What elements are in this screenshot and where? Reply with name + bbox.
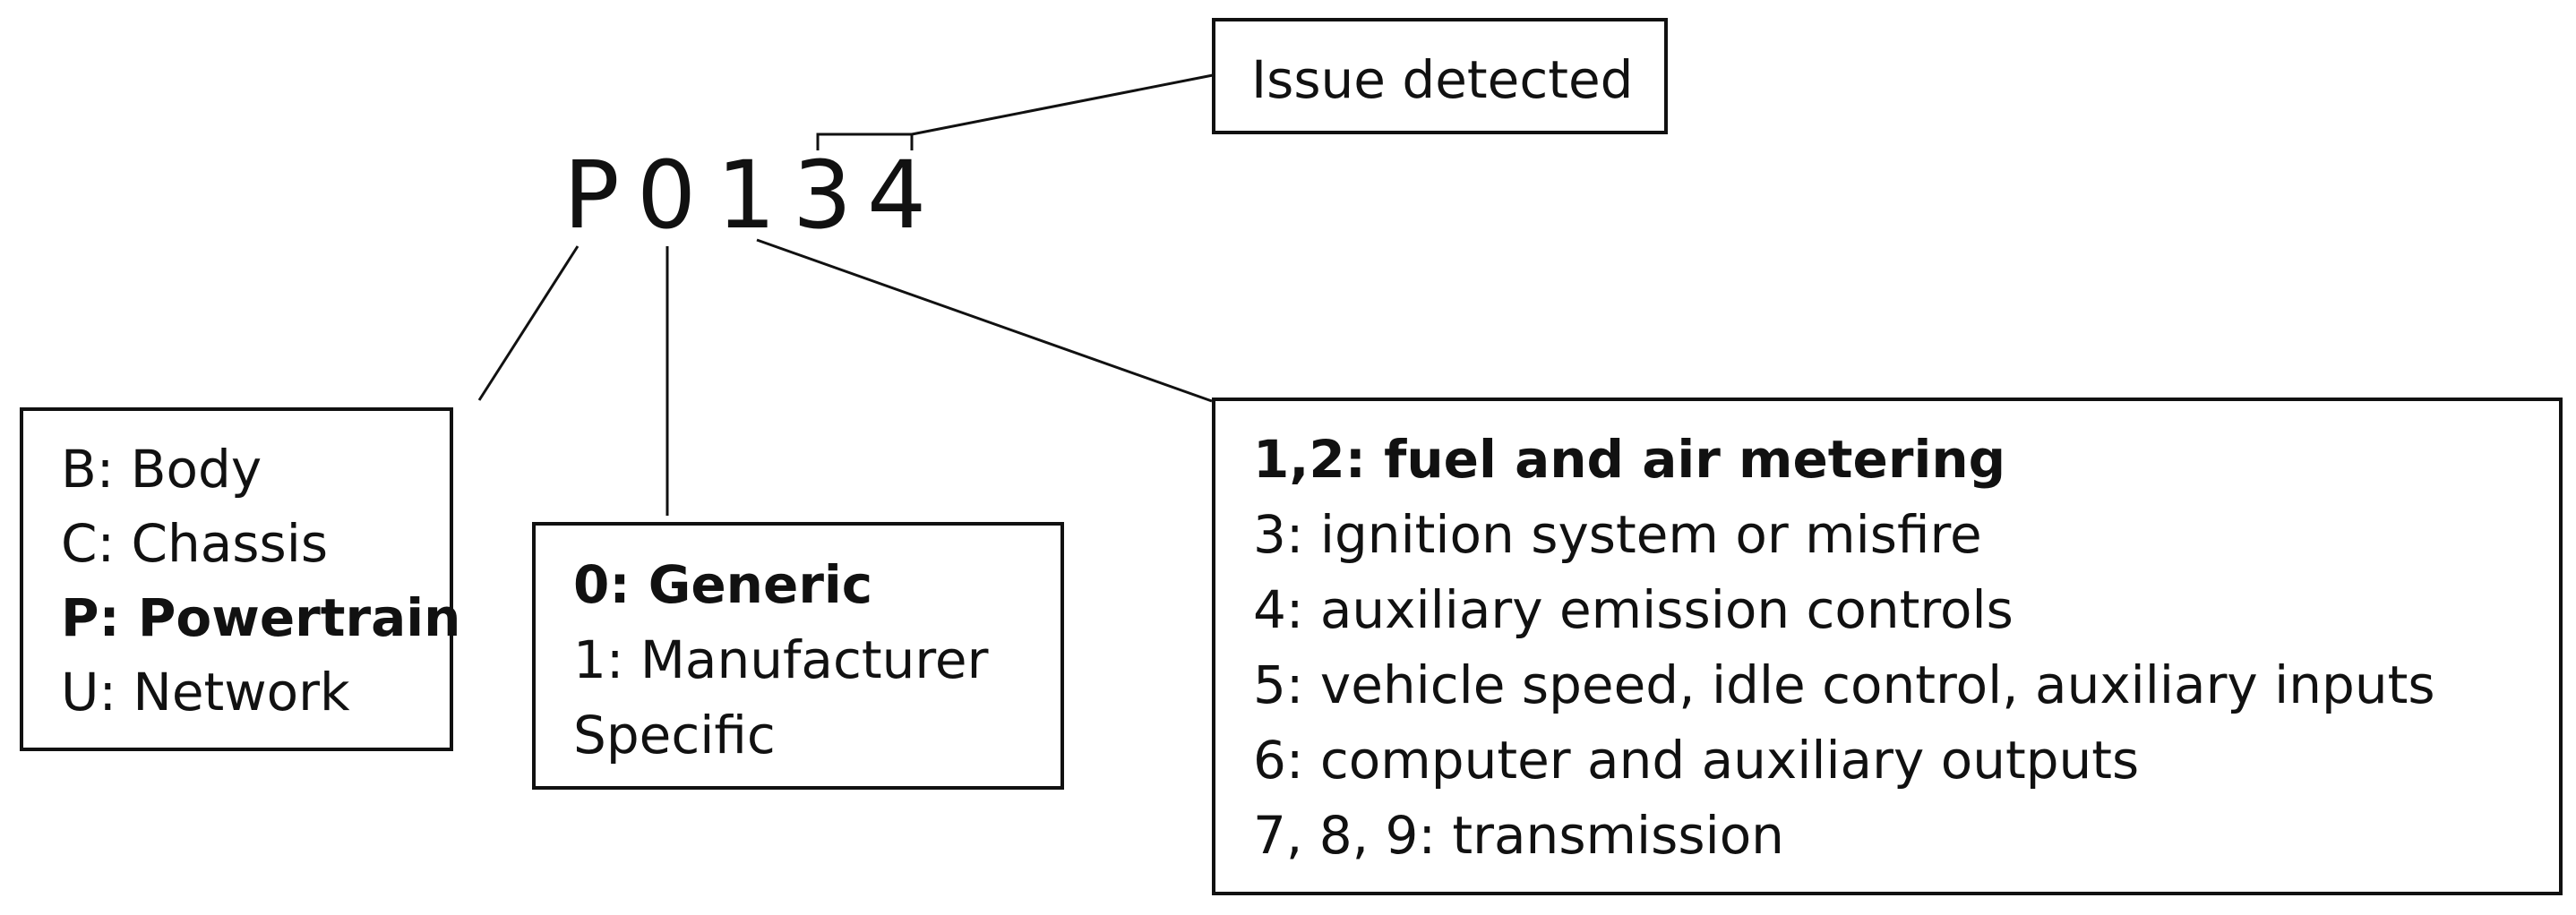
category-line-selected: P: Powertrain — [61, 587, 461, 648]
category-box: B: Body C: Chassis P: Powertrain U: Netw… — [20, 407, 460, 751]
code-char-type: 0 — [637, 141, 697, 250]
code-char-issue-digit-2: 4 — [867, 141, 927, 250]
issue-detected-label: Issue detected — [1251, 49, 1634, 110]
connector-bracket-to-issue — [911, 73, 1214, 136]
subsystem-line: 3: ignition system or misfire — [1253, 504, 1982, 565]
bracket-digits-3-4 — [816, 133, 914, 150]
subsystem-line: 6: computer and auxiliary outputs — [1253, 730, 2140, 791]
subsystem-line: 5: vehicle speed, idle control, auxiliar… — [1253, 654, 2435, 715]
connector-p-to-category — [477, 245, 580, 401]
issue-detected-box: Issue detected — [1212, 18, 1668, 134]
code-type-line: Specific — [573, 705, 776, 765]
code-char-issue-digit-1: 3 — [793, 141, 853, 250]
subsystem-line: 4: auxiliary emission controls — [1253, 579, 2014, 640]
category-line: U: Network — [61, 662, 350, 723]
category-line: C: Chassis — [61, 513, 329, 574]
code-type-line: 1: Manufacturer — [573, 629, 989, 690]
subsystem-line: 7, 8, 9: transmission — [1253, 805, 1784, 866]
code-type-box: 0: Generic 1: Manufacturer Specific — [532, 522, 1064, 790]
connector-1-to-subsystem — [756, 238, 1213, 403]
subsystem-line-selected: 1,2: fuel and air metering — [1253, 429, 2006, 490]
code-type-line-selected: 0: Generic — [573, 554, 873, 615]
category-line: B: Body — [61, 439, 262, 500]
subsystem-box: 1,2: fuel and air metering 3: ignition s… — [1212, 398, 2563, 895]
code-char-category: P — [563, 141, 620, 250]
code-char-subsystem: 1 — [717, 141, 777, 250]
